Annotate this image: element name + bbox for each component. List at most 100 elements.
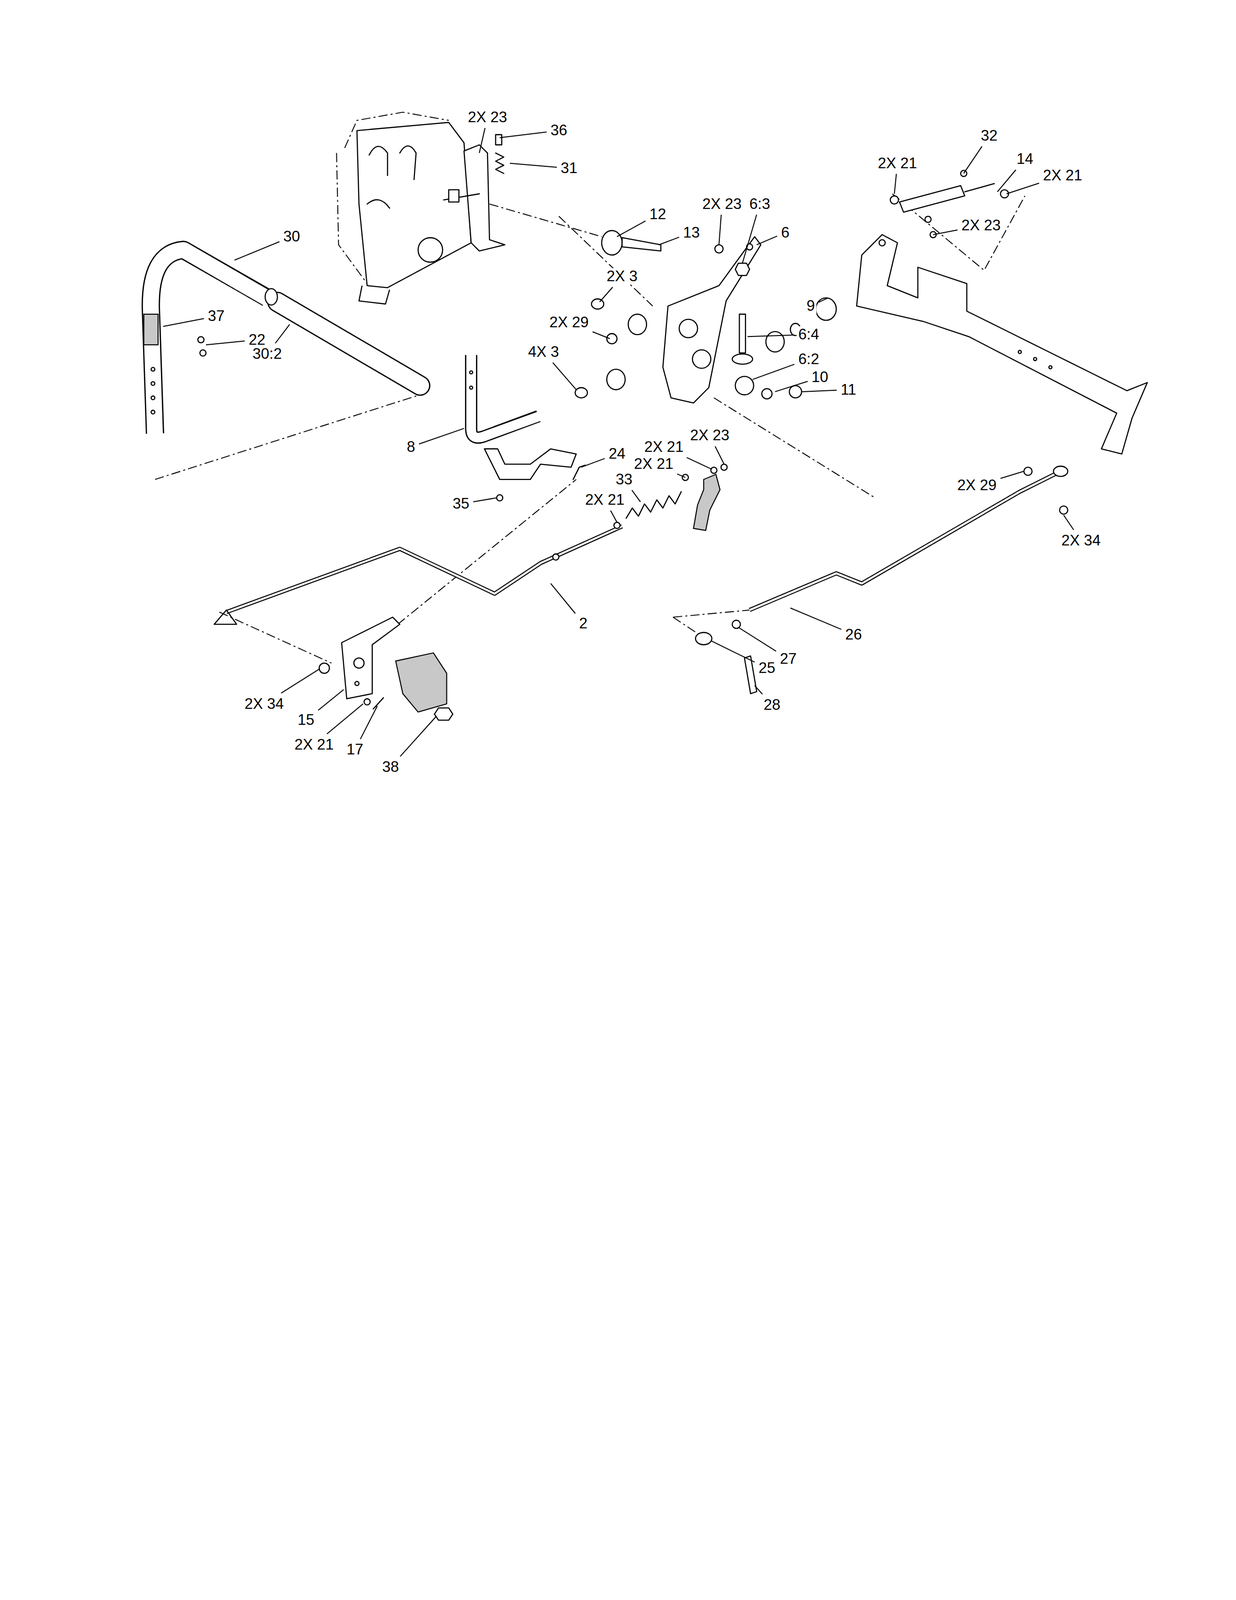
callout-number: 38 bbox=[380, 758, 401, 776]
callout-number: 12 bbox=[648, 206, 668, 223]
assembly-lines bbox=[155, 111, 1026, 663]
leader-line bbox=[552, 362, 576, 390]
leader-line bbox=[163, 318, 205, 327]
leader-line bbox=[894, 174, 897, 194]
callout-number: 8 bbox=[405, 438, 417, 455]
leader-line bbox=[1000, 471, 1024, 479]
callout-number: 2X 3 bbox=[605, 268, 640, 285]
callout-number: 2X 23 bbox=[466, 109, 509, 126]
leader-line bbox=[686, 457, 713, 470]
leader-line bbox=[963, 146, 983, 174]
leader-line bbox=[479, 127, 486, 154]
leader-line bbox=[326, 703, 364, 734]
leader-line bbox=[754, 685, 763, 695]
leader-line bbox=[756, 236, 777, 245]
leader-line bbox=[610, 510, 618, 523]
latch-plate bbox=[319, 617, 454, 721]
leader-line bbox=[818, 297, 828, 302]
callout-number: 6 bbox=[779, 224, 791, 241]
callout-number: 2X 29 bbox=[955, 476, 999, 494]
callout-number: 2X 23 bbox=[688, 427, 731, 444]
gas-spring bbox=[890, 170, 1009, 222]
leader-line bbox=[752, 364, 795, 380]
leader-line bbox=[718, 214, 722, 245]
leader-line bbox=[419, 428, 465, 444]
leader-line bbox=[473, 497, 497, 502]
leader-line bbox=[714, 445, 724, 464]
leader-line bbox=[801, 390, 838, 392]
callout-number: 10 bbox=[809, 368, 830, 386]
callout-number: 13 bbox=[681, 224, 701, 241]
leader-line bbox=[509, 163, 557, 168]
leader-line bbox=[710, 640, 755, 662]
callout-number: 25 bbox=[757, 659, 777, 677]
pivot-bracket bbox=[575, 230, 837, 404]
callout-number: 2X 23 bbox=[959, 217, 1002, 234]
callout-number: 28 bbox=[761, 696, 782, 714]
leader-line bbox=[1006, 183, 1040, 194]
leader-line bbox=[400, 715, 437, 757]
leader-line bbox=[581, 458, 605, 468]
leader-line bbox=[599, 286, 613, 302]
leader-line bbox=[360, 705, 378, 739]
lever-arm bbox=[469, 353, 577, 501]
callout-number: 2X 21 bbox=[876, 155, 919, 172]
leader-line bbox=[281, 668, 320, 693]
callout-number: 2X 21 bbox=[583, 491, 626, 508]
callout-number: 36 bbox=[549, 122, 569, 139]
callout-number: 24 bbox=[607, 445, 627, 462]
callout-number: 35 bbox=[451, 495, 471, 512]
leader-line bbox=[499, 131, 547, 138]
leader-line bbox=[632, 490, 641, 502]
callout-number: 32 bbox=[979, 127, 999, 144]
callout-number: 4X 3 bbox=[526, 343, 561, 361]
callout-number: 31 bbox=[559, 159, 579, 177]
leader-line bbox=[550, 583, 576, 614]
callout-number: 2X 34 bbox=[1060, 532, 1103, 549]
callout-number: 11 bbox=[839, 381, 858, 398]
callout-number: 2X 21 bbox=[293, 736, 336, 753]
callout-number: 30 bbox=[281, 228, 302, 245]
leader-line bbox=[617, 221, 646, 237]
callout-number: 6:2 bbox=[796, 350, 821, 368]
frame-bracket bbox=[856, 231, 1148, 455]
leader-line bbox=[742, 214, 757, 264]
callout-number: 2X 29 bbox=[547, 314, 590, 331]
leader-line bbox=[275, 324, 290, 344]
callout-number: 33 bbox=[614, 471, 634, 488]
leader-line bbox=[592, 331, 611, 339]
callout-number: 2X 34 bbox=[242, 695, 286, 713]
callout-number: 26 bbox=[843, 626, 864, 643]
leader-line bbox=[317, 689, 344, 711]
callout-number: 2X 21 bbox=[642, 438, 685, 455]
callout-number: 2X 21 bbox=[632, 455, 675, 473]
handle bbox=[143, 249, 421, 435]
callout-number: 6:3 bbox=[747, 195, 772, 213]
leader-line bbox=[997, 169, 1016, 192]
callout-number: 30:2 bbox=[251, 345, 284, 363]
callout-number: 9 bbox=[805, 297, 817, 315]
link-rod bbox=[695, 466, 1068, 694]
callout-number: 17 bbox=[345, 741, 365, 758]
leader-line bbox=[206, 340, 245, 345]
leader-line bbox=[933, 229, 958, 235]
callout-number: 6:4 bbox=[796, 326, 821, 343]
callout-number: 2X 21 bbox=[1041, 167, 1084, 184]
leader-line bbox=[775, 380, 808, 392]
leader-line bbox=[234, 241, 280, 260]
callout-number: 2X 23 bbox=[700, 195, 744, 213]
leader-line bbox=[1063, 515, 1074, 531]
callout-number: 15 bbox=[296, 711, 316, 729]
callout-number: 14 bbox=[1014, 150, 1035, 168]
leader-line bbox=[658, 237, 680, 245]
leader-line bbox=[677, 474, 686, 478]
leader-line bbox=[790, 607, 842, 630]
callout-number: 27 bbox=[778, 650, 798, 667]
control-rod bbox=[214, 463, 728, 624]
callout-number: 2 bbox=[577, 614, 589, 632]
leader-line bbox=[747, 334, 795, 337]
